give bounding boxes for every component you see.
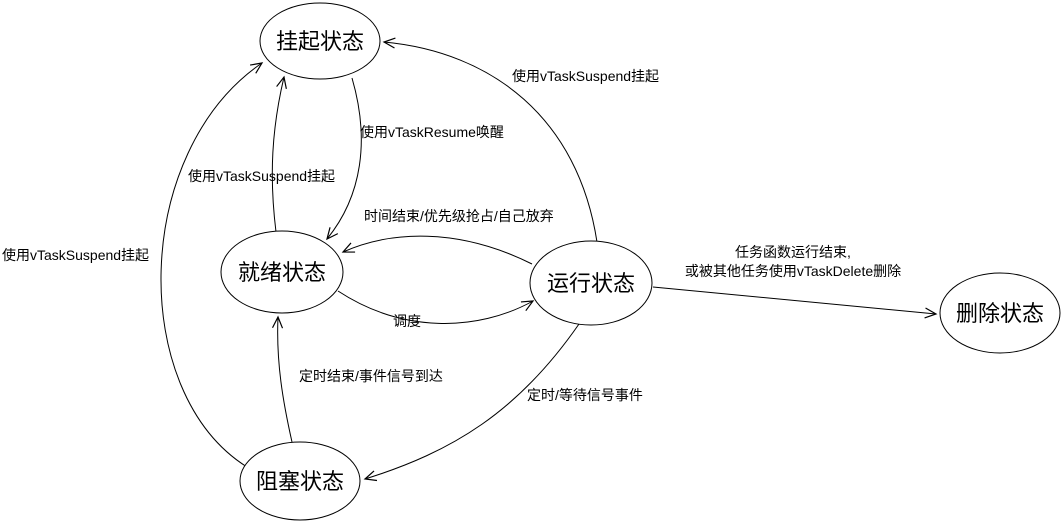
node-suspended-label: 挂起状态 — [276, 29, 364, 54]
node-blocked: 阻塞状态 — [239, 441, 361, 521]
node-running-shape — [529, 240, 653, 326]
edge-label-blocked-to-suspended: 使用vTaskSuspend挂起 — [2, 247, 149, 263]
node-blocked-shape — [239, 441, 361, 521]
edges — [160, 37, 938, 482]
edge-ready-to-suspended — [271, 75, 287, 233]
node-deleted: 删除状态 — [939, 272, 1061, 354]
edge-blocked-to-suspended — [160, 62, 264, 468]
edge-running-to-deleted — [652, 286, 938, 319]
edge-labels: 使用vTaskSuspend挂起 使用vTaskSuspend挂起 使用vTas… — [2, 68, 901, 403]
edge-label-suspended-to-ready: 使用vTaskResume唤醒 — [360, 124, 504, 140]
edge-label-running-to-blocked: 定时/等待信号事件 — [527, 387, 643, 403]
node-deleted-shape — [939, 272, 1061, 354]
node-suspended: 挂起状态 — [259, 2, 381, 80]
edge-label-ready-to-suspended: 使用vTaskSuspend挂起 — [188, 168, 335, 184]
edge-blocked-to-ready — [271, 315, 293, 443]
node-deleted-label: 删除状态 — [956, 301, 1044, 326]
edge-running-to-ready — [341, 235, 533, 265]
node-running-label: 运行状态 — [547, 271, 635, 296]
edge-label-running-to-deleted-line1: 任务函数运行结束, — [735, 244, 851, 260]
node-running: 运行状态 — [529, 240, 653, 326]
node-blocked-label: 阻塞状态 — [256, 469, 344, 494]
edge-ready-to-running — [337, 290, 535, 324]
edge-label-ready-to-running: 调度 — [393, 313, 421, 329]
node-ready-shape — [220, 230, 344, 314]
edge-label-running-to-suspended: 使用vTaskSuspend挂起 — [512, 68, 659, 84]
edge-label-blocked-to-ready: 定时结束/事件信号到达 — [299, 368, 443, 384]
edge-running-to-suspended — [382, 37, 598, 243]
edge-running-to-blocked — [363, 323, 580, 482]
edge-label-running-to-deleted-line2: 或被其他任务使用vTaskDelete删除 — [685, 263, 901, 279]
node-suspended-shape — [259, 2, 381, 80]
node-ready: 就绪状态 — [220, 230, 344, 314]
edge-suspended-to-ready — [326, 77, 362, 241]
node-ready-label: 就绪状态 — [238, 260, 326, 285]
edge-label-running-to-ready: 时间结束/优先级抢占/自己放弃 — [364, 208, 554, 224]
